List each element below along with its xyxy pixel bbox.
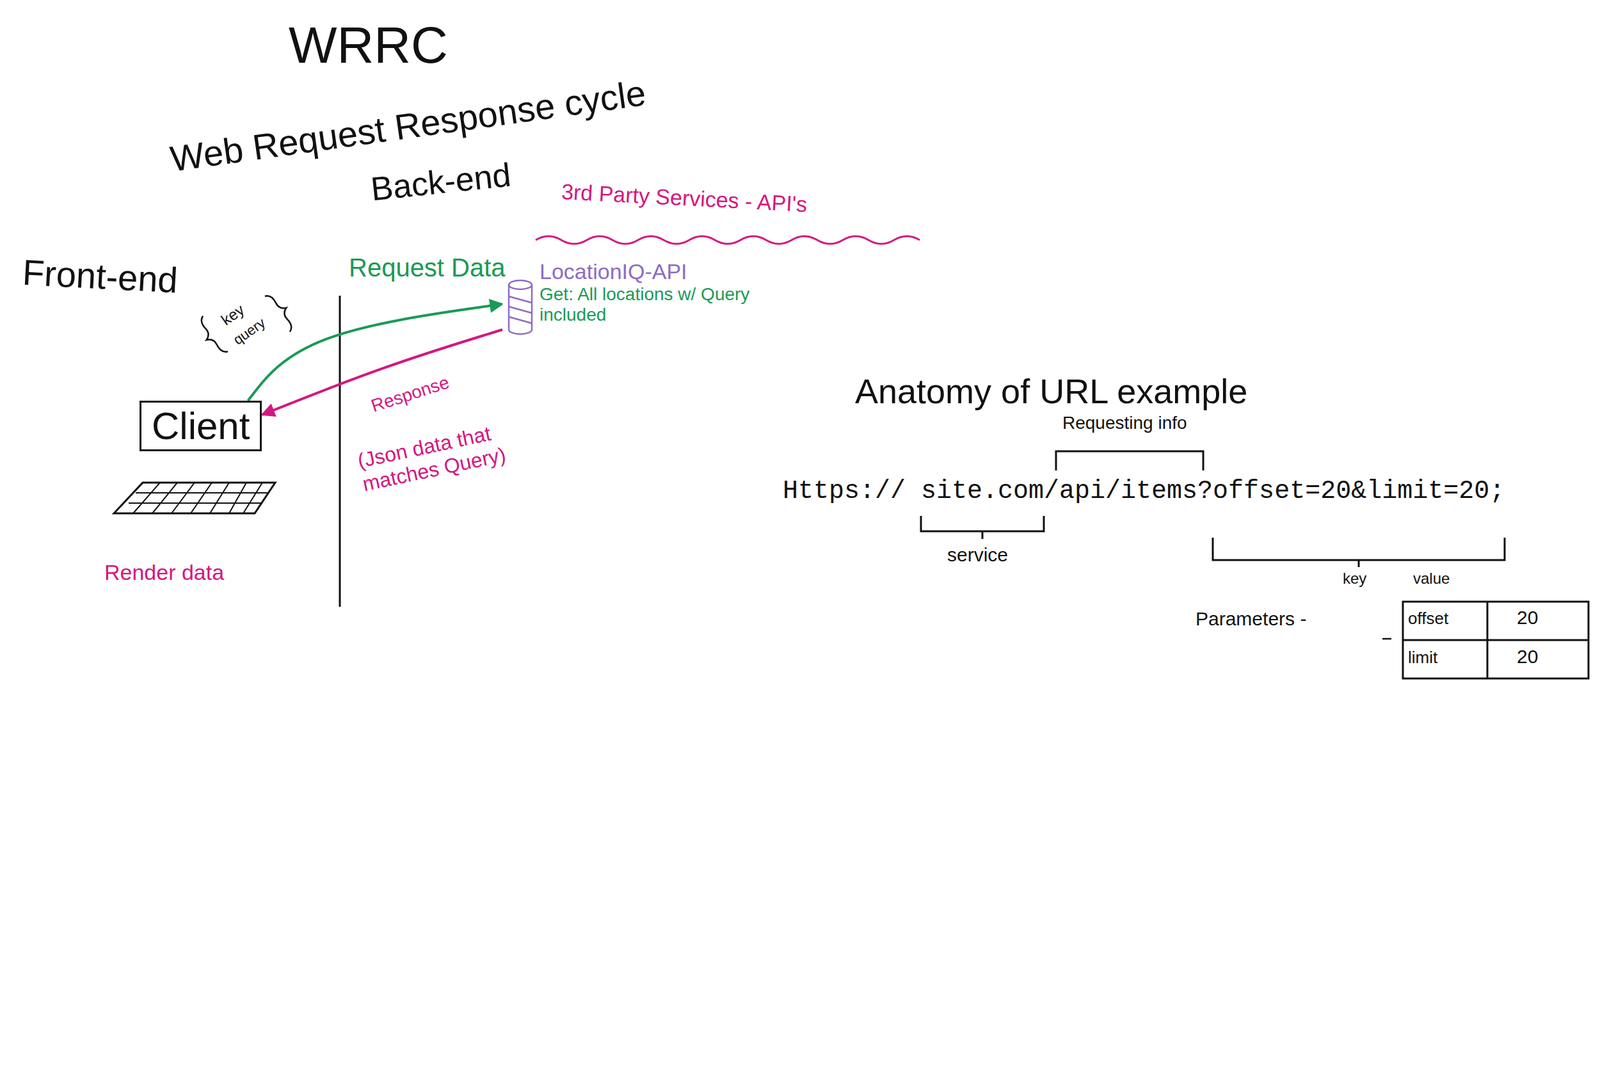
cylinder-stripe [508, 316, 532, 324]
edge-label: Response [368, 371, 452, 417]
bracket [1212, 537, 1505, 568]
cylinder-body [508, 284, 532, 335]
table-cell: offset [1408, 609, 1449, 629]
bracket-label: service [947, 544, 1008, 567]
section-label: Back-end [368, 156, 513, 209]
bracket [1056, 451, 1204, 471]
keyboard-outline [113, 482, 276, 514]
bracket [920, 515, 1044, 539]
cylinder-stripe [508, 296, 532, 303]
table-cell: limit [1408, 648, 1438, 668]
api-service: LocationIQ-APIGet: All locations w/ Quer… [502, 259, 755, 328]
url-text: Https:// site.com/api/items?offset=20&li… [782, 476, 1505, 507]
table-outline [1402, 601, 1589, 679]
cylinder-top [508, 280, 532, 290]
table-rule [1402, 639, 1589, 642]
keyboard-keys [133, 482, 263, 514]
subtitle: Web Request Response cycle [167, 72, 649, 180]
brace [264, 289, 299, 332]
parameter-table [1402, 601, 1589, 679]
edge-label: Request Data [348, 252, 506, 283]
bracket-label: value [1413, 569, 1450, 588]
dash-mark [1382, 638, 1392, 640]
section-heading: Anatomy of URL example [855, 371, 1248, 411]
cylinder-stripe [508, 306, 532, 313]
param-label: key [217, 300, 248, 329]
node-title: LocationIQ-API [539, 259, 751, 285]
bracket-label: Parameters - [1195, 608, 1307, 631]
note: (Json data that matches Query) [355, 411, 548, 496]
node-body: Get: All locations w/ Query included [539, 284, 751, 326]
divider-line [339, 295, 342, 607]
connector-arrow [247, 304, 503, 401]
bracket-label: Requesting info [1062, 412, 1188, 434]
wavy-line [535, 236, 920, 244]
node-title: Client [151, 403, 250, 448]
bracket-label: key [1342, 569, 1367, 588]
title: WRRC [288, 16, 448, 75]
keyboard [113, 482, 276, 514]
note: Render data [104, 560, 224, 585]
section-label: 3rd Party Services - API's [560, 179, 808, 217]
section-label: Front-end [21, 252, 179, 302]
table-cell: 20 [1516, 645, 1538, 669]
client-box: Client [139, 400, 262, 452]
database-icon [506, 278, 535, 338]
table-cell: 20 [1516, 606, 1538, 630]
